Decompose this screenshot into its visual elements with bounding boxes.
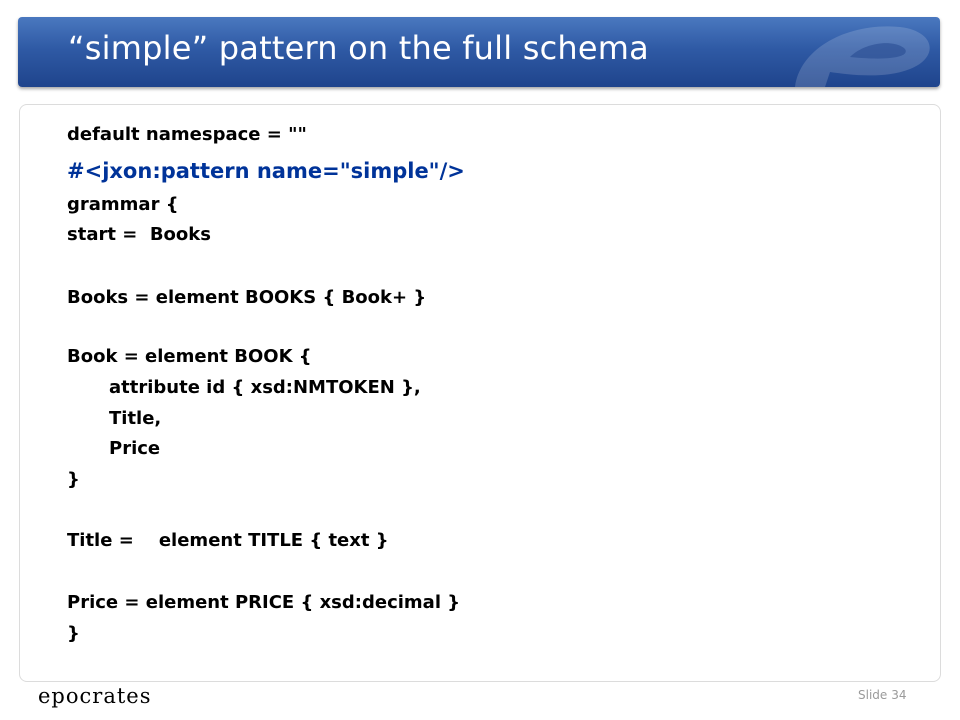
epocrates-logo: epocrates xyxy=(38,684,152,708)
code-line: Book = element BOOK { xyxy=(67,346,312,367)
code-line: } xyxy=(67,623,80,644)
code-line: Books = element BOOKS { Book+ } xyxy=(67,287,427,308)
title-bar: “simple” pattern on the full schema xyxy=(18,17,940,87)
code-line: default namespace = "" xyxy=(67,124,307,145)
slide-word: Slide xyxy=(858,688,888,702)
code-line: Price = element PRICE { xsd:decimal } xyxy=(67,592,461,613)
code-line: Title = element TITLE { text } xyxy=(67,530,389,551)
slide-number: 34 xyxy=(891,688,907,702)
slide-title: “simple” pattern on the full schema xyxy=(68,29,649,67)
code-line: start = Books xyxy=(67,224,211,245)
epocrates-e-watermark-icon xyxy=(795,26,930,87)
code-line: } xyxy=(67,469,80,490)
code-line: Title, xyxy=(109,408,162,429)
code-line: attribute id { xsd:NMTOKEN }, xyxy=(109,377,421,398)
code-line-highlight: #<jxon:pattern name="simple"/> xyxy=(67,159,465,183)
content-area xyxy=(19,104,941,682)
code-line: Price xyxy=(109,438,161,459)
code-line: grammar { xyxy=(67,194,179,215)
